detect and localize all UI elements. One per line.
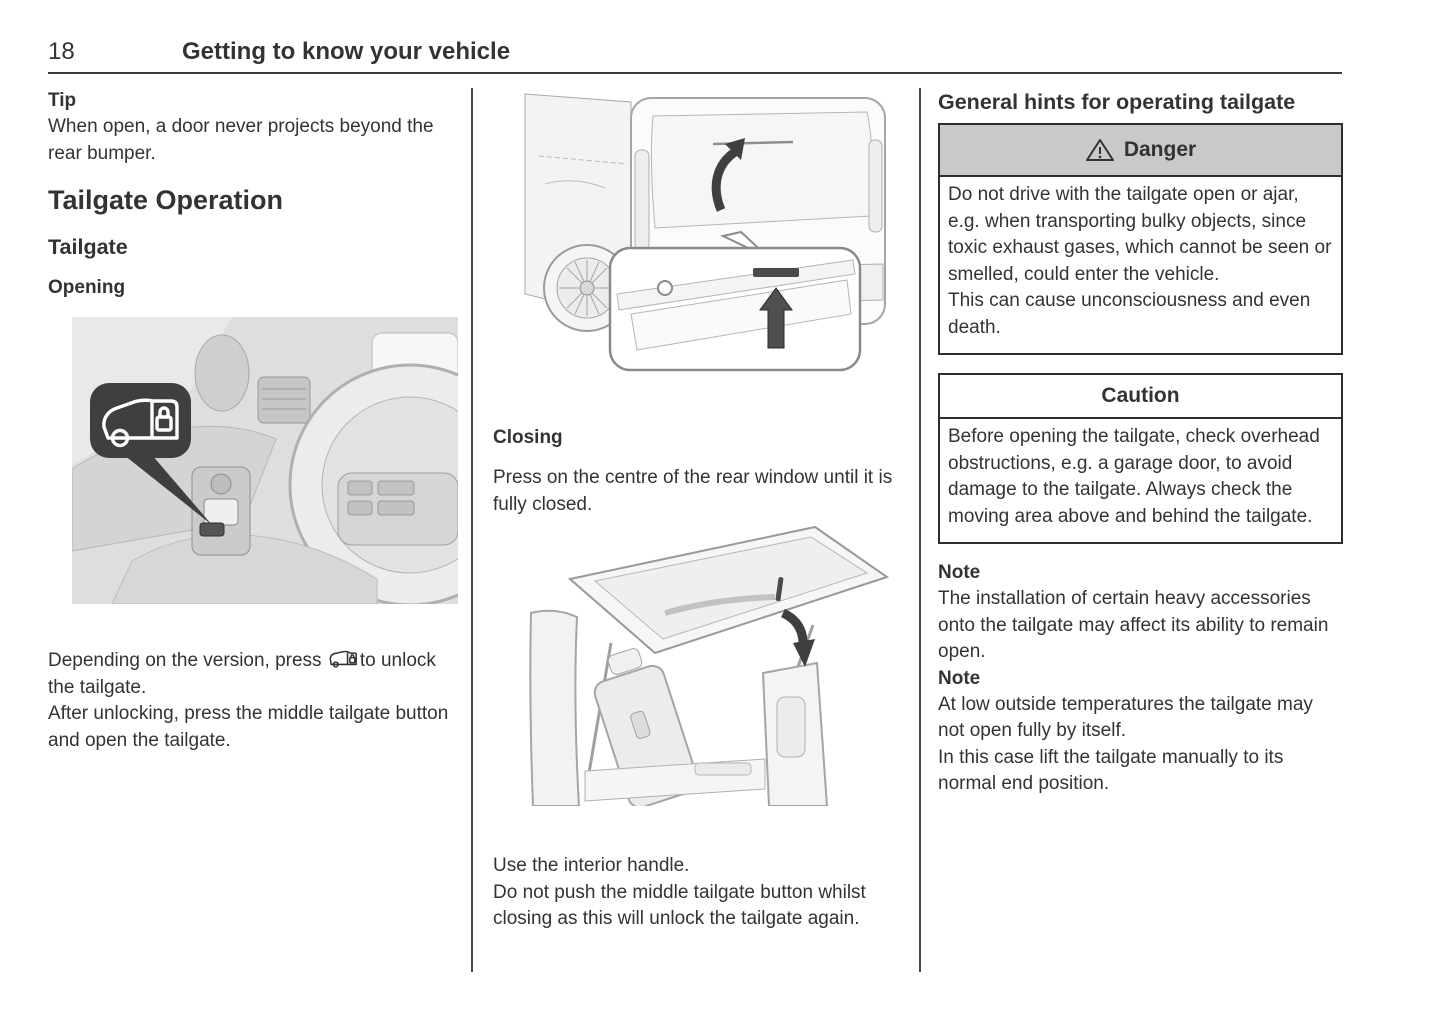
caution-title: Caution	[1101, 384, 1180, 407]
note-2-text-1: At low outside temperatures the tailgate…	[938, 693, 1313, 742]
press-handle-arrow	[759, 287, 793, 349]
door-panel-drawing	[72, 317, 458, 604]
danger-box-body: Do not drive with the tailgate open or a…	[940, 177, 1341, 353]
unlock-text-post: to unlock the tailgate.	[48, 650, 436, 698]
caution-text-1: Before opening the tailgate, check overh…	[948, 426, 1320, 527]
caution-box-header: Caution	[940, 375, 1341, 419]
danger-text-2: This can cause unconsciousness and even …	[948, 290, 1311, 338]
page-title: Getting to know your vehicle	[182, 38, 511, 65]
danger-text-1: Do not drive with the tailgate open or a…	[948, 184, 1332, 285]
danger-box-header: Danger	[940, 125, 1341, 177]
column-left: Tip When open, a door never projects bey…	[48, 88, 458, 754]
note-1-label: Note	[938, 562, 981, 583]
notes-section: Note The installation of certain heavy a…	[938, 560, 1343, 798]
do-not-push-text: Do not push the middle tailgate button w…	[493, 881, 866, 930]
page-header: 18 Getting to know your vehicle	[48, 38, 1342, 74]
open-tailgate-illustration	[515, 521, 895, 806]
warning-triangle-icon	[1085, 139, 1114, 161]
note-1-text: The installation of certain heavy access…	[938, 588, 1329, 662]
open-tailgate-drawing	[515, 521, 895, 806]
van-rear-illustration	[515, 88, 895, 375]
closing-heading: Closing	[493, 427, 563, 448]
column-middle: Closing Press on the centre of the rear …	[493, 88, 899, 933]
interior-handle-text: Use the interior handle.	[493, 855, 690, 876]
unlock-text-pre: Depending on the version, press	[48, 650, 327, 671]
column-divider-1	[471, 88, 473, 972]
general-hints-heading: General hints for operating tailgate	[938, 90, 1296, 114]
note-2-text-2: In this case lift the tailgate manually …	[938, 746, 1284, 795]
caution-box: Caution Before opening the tailgate, che…	[938, 373, 1343, 544]
opening-heading: Opening	[48, 277, 126, 298]
van-rear-drawing	[515, 88, 895, 375]
tip-label: Tip	[48, 90, 77, 111]
danger-box: Danger Do not drive with the tailgate op…	[938, 123, 1343, 355]
tailgate-unlock-icon	[329, 650, 357, 668]
unlock-paragraph: Depending on the version, press to unloc…	[48, 648, 454, 754]
danger-title: Danger	[1123, 138, 1197, 161]
van-lock-callout-icon	[102, 398, 179, 448]
tip-body: When open, a door never projects beyond …	[48, 116, 434, 164]
closing-body: Press on the centre of the rear window u…	[493, 467, 893, 515]
after-unlock-text: After unlocking, press the middle tailga…	[48, 703, 449, 751]
note-2-label: Note	[938, 667, 981, 689]
caution-box-body: Before opening the tailgate, check overh…	[940, 419, 1341, 542]
door-panel-illustration	[72, 317, 458, 604]
page-number: 18	[48, 38, 75, 65]
closing-instructions: Use the interior handle. Do not push the…	[493, 853, 899, 933]
column-right: General hints for operating tailgate Dan…	[938, 88, 1343, 798]
column-divider-2	[919, 88, 921, 972]
tailgate-subheading: Tailgate	[48, 235, 128, 259]
open-motion-arrow	[711, 148, 738, 212]
section-heading: Tailgate Operation	[48, 185, 284, 215]
